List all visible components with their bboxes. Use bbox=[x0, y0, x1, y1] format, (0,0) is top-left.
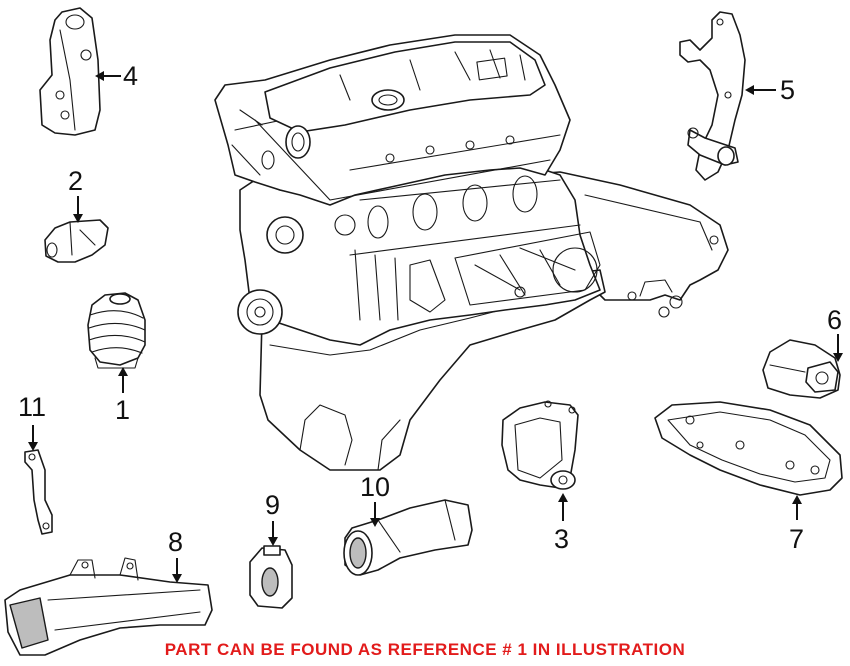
part-2-bracket bbox=[44, 219, 109, 263]
part-9-duct bbox=[249, 545, 293, 609]
reference-number-6: 6 bbox=[827, 305, 843, 335]
part-5-bracket bbox=[679, 11, 746, 181]
reference-caption: PART CAN BE FOUND AS REFERENCE # 1 IN IL… bbox=[164, 640, 686, 659]
reference-number-3: 3 bbox=[554, 524, 570, 554]
part-6-transmission-mount bbox=[762, 339, 841, 399]
reference-number-5: 5 bbox=[780, 75, 796, 105]
part-3-bracket bbox=[501, 400, 579, 490]
reference-number-1: 1 bbox=[115, 395, 131, 425]
part-7-crossmember bbox=[654, 401, 843, 496]
reference-number-8: 8 bbox=[168, 527, 184, 557]
part-1-engine-mount bbox=[87, 292, 146, 369]
reference-number-10: 10 bbox=[360, 472, 391, 502]
reference-number-9: 9 bbox=[265, 490, 281, 520]
reference-number-7: 7 bbox=[789, 524, 805, 554]
part-10-air-duct bbox=[343, 499, 473, 576]
reference-number-2: 2 bbox=[68, 166, 84, 196]
reference-number-11: 11 bbox=[18, 392, 47, 422]
reference-number-4: 4 bbox=[123, 61, 139, 91]
part-8-air-duct bbox=[4, 557, 213, 656]
part-4-bracket bbox=[39, 7, 101, 136]
engine-block bbox=[214, 34, 729, 471]
part-11-strap bbox=[24, 449, 53, 535]
